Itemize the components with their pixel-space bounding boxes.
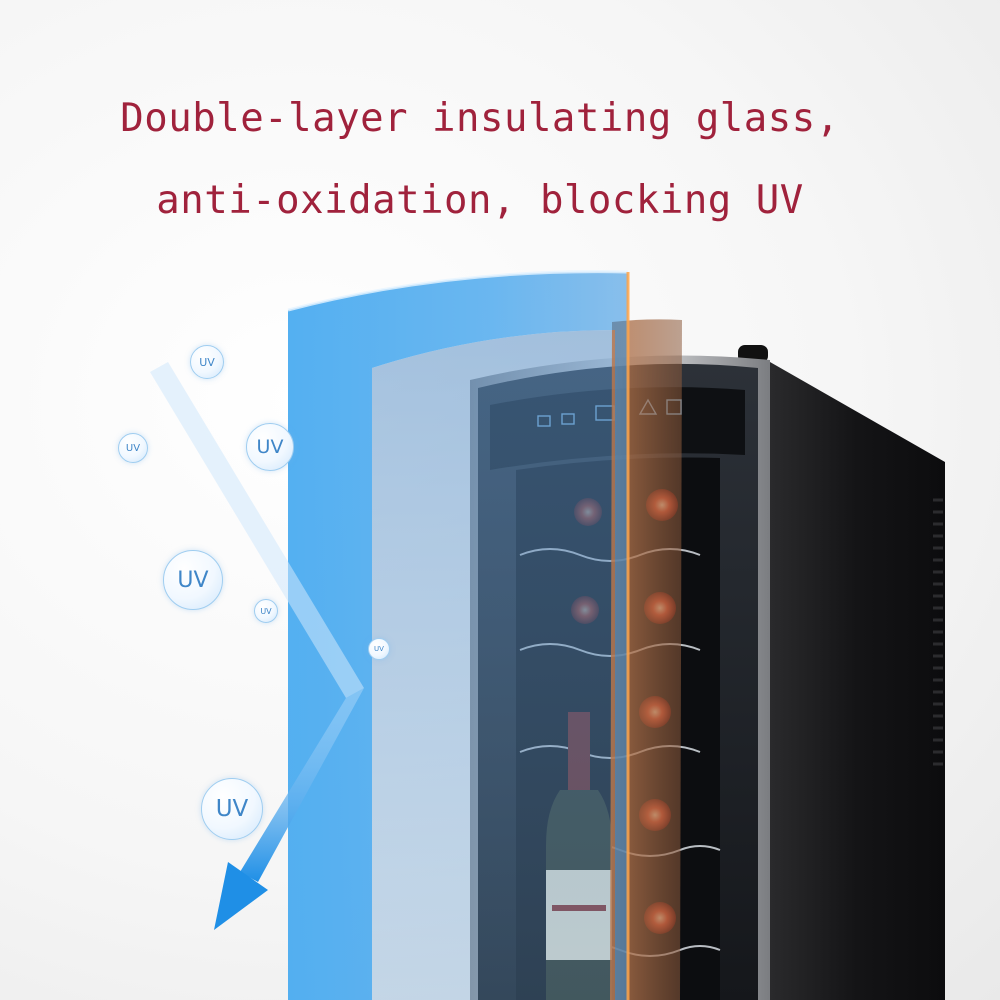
inner-glass-pane — [372, 330, 615, 1000]
uv-bubble: UV — [163, 550, 223, 610]
uv-reflection-arrow — [150, 362, 364, 930]
glass-edge-highlight — [287, 270, 629, 312]
uv-bubble: UV — [118, 433, 148, 463]
side-vent — [933, 498, 943, 766]
uv-bubble: UV — [190, 345, 224, 379]
headline-line-2: anti-oxidation, blocking UV — [156, 178, 804, 223]
arrow-head — [214, 862, 268, 930]
cabinet-side-panel — [770, 362, 945, 1000]
headline-line-1: Double-layer insulating glass, — [120, 96, 840, 141]
uv-bubble: UV — [254, 599, 278, 623]
outer-glass-pane — [288, 271, 628, 1000]
uv-bubble: UV — [201, 778, 263, 840]
headline: Double-layer insulating glass, anti-oxid… — [0, 78, 960, 242]
uv-bubble: UV — [246, 423, 294, 471]
uv-bubble: UV — [368, 638, 390, 660]
